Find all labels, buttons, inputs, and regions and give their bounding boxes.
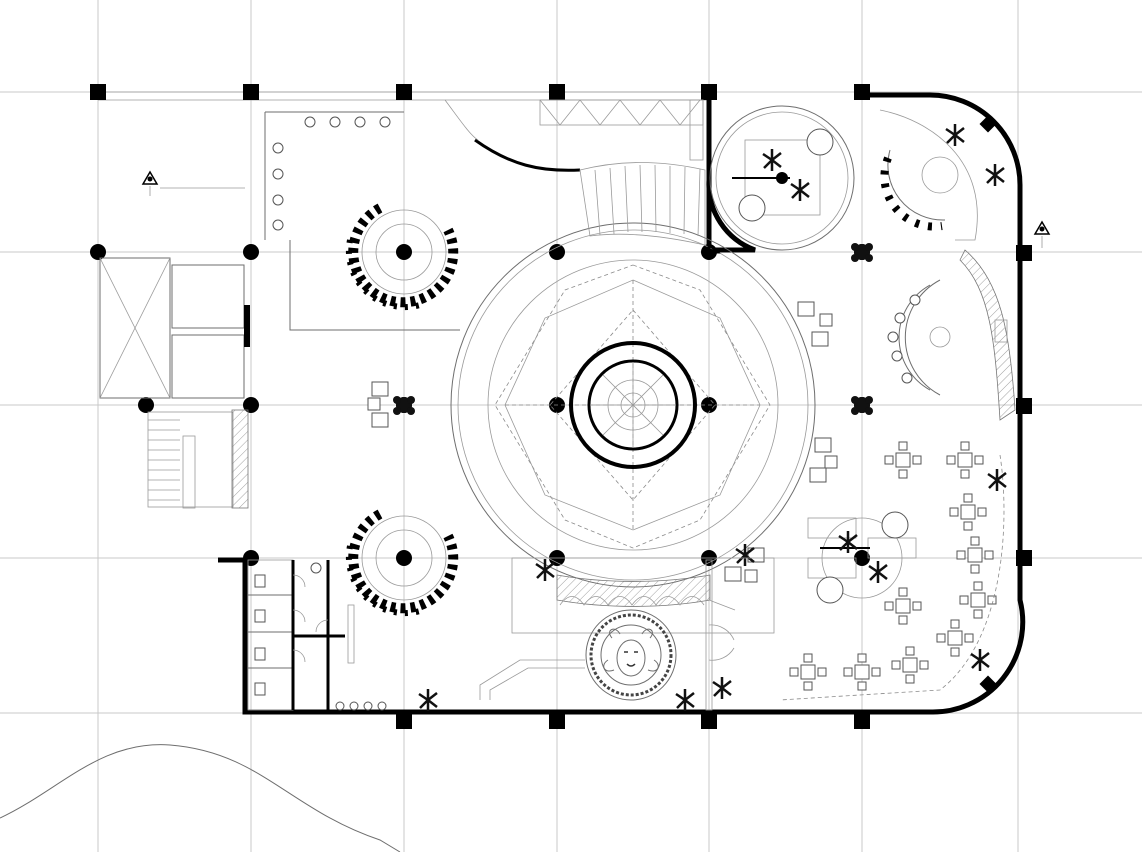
feature-staircase [539, 99, 706, 246]
circular-seating-top [345, 203, 459, 311]
stairwell [147, 409, 249, 509]
site-boundary-curve [0, 744, 401, 852]
restrooms [247, 559, 387, 711]
right-bar-counter [887, 249, 1016, 421]
round-lounge-bottom [807, 511, 917, 604]
section-marker-right [1033, 220, 1051, 248]
dining-tables [711, 441, 1008, 701]
curved-partition [474, 138, 581, 172]
circular-seating-bottom [345, 509, 459, 617]
right-upper-bar [879, 109, 1006, 241]
armchair-pairs [367, 301, 838, 583]
medusa-medallion-emblem [585, 609, 677, 701]
central-rotunda [450, 222, 816, 588]
entry-doors [417, 557, 736, 713]
section-marker-left [141, 170, 245, 196]
elevator-core [99, 257, 250, 399]
upper-left-bar-counter [264, 111, 460, 331]
round-lounge-top [709, 105, 855, 251]
